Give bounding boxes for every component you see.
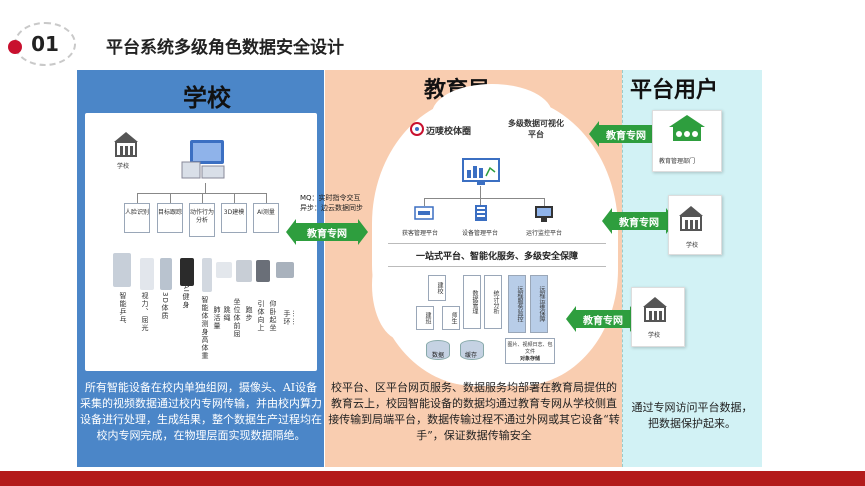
tree-line-5	[266, 193, 267, 203]
tree-line-main	[205, 183, 206, 193]
school-building-label: 学校	[117, 163, 130, 170]
device-label-more: ……	[291, 310, 299, 326]
storage-database-label: 数据	[432, 352, 445, 359]
school-2-building-icon	[643, 297, 667, 322]
rack-data-management: 数据管理	[463, 275, 481, 329]
platform-title: 平台用户	[630, 78, 719, 103]
page-title: 平台系统多级角色数据安全设计	[106, 38, 344, 58]
dashboard-monitor-icon	[462, 158, 500, 185]
device-label-3d: 3D体质	[161, 292, 169, 320]
rack-teacher-student: 师生	[442, 306, 460, 330]
computing-server-icon	[181, 140, 225, 179]
brand-name: 迈唛校体圈	[426, 127, 472, 137]
link-platform-2: 教育专网	[602, 208, 676, 234]
device-label-band: 手环	[283, 310, 291, 326]
link-platform-3: 教育专网	[566, 306, 640, 332]
bureau-description: 校平台、区平台网页服务、数据服务均部署在教育局提供的教育云上，校园智能设备的数据…	[328, 381, 620, 442]
device-platform-label: 设备管理平台	[462, 230, 499, 237]
platform-tree-middle	[480, 198, 481, 206]
rack-remote-monitor: 远程服务监控	[508, 275, 526, 333]
device-label-vision: 视力、屈光	[141, 292, 149, 332]
device-label-sit-reach: 坐位体前屈	[233, 298, 241, 338]
school-1-building-icon	[679, 206, 703, 231]
education-dept-icon	[669, 115, 705, 141]
object-storage-note: 图片、视频日志、包文件	[507, 342, 553, 355]
rack-build-class: 建班	[416, 306, 434, 330]
link-platform-1: 教育专网	[589, 121, 663, 147]
school-1-label: 学校	[686, 242, 699, 249]
platform-description: 通过专网访问平台数据，把数据保护起来。	[631, 401, 753, 430]
rack-build-school: 建校	[428, 275, 446, 301]
mq-note: MQ：实时指令交互 异步：边云数据同步	[300, 193, 363, 213]
link-school-bureau: 教育专网	[286, 219, 368, 245]
device-lung	[216, 262, 232, 278]
mq-line-async: 异步：边云数据同步	[300, 204, 363, 212]
device-label-rope: 跳绳	[223, 306, 231, 322]
node-action-analysis: 动作行为分析	[189, 203, 215, 237]
device-label-pullup: 引体向上	[257, 300, 265, 332]
school-building-icon	[114, 132, 138, 157]
badge-accent-dot	[8, 40, 22, 54]
rack-statistics: 统计分析	[484, 275, 502, 329]
school-2-label: 学校	[648, 332, 661, 339]
customer-platform-label: 获客管理平台	[402, 230, 439, 237]
tree-line-1	[137, 193, 138, 203]
device-height-weight	[202, 258, 212, 292]
school-title: 学校	[183, 84, 231, 112]
object-storage-box: 图片、视频日志、包文件 对象存储	[505, 338, 555, 364]
device-3d-body	[160, 258, 172, 290]
object-storage-label: 对象存储	[519, 356, 540, 362]
storage-cache-label: 缓存	[465, 352, 478, 359]
device-label-run: 跑步	[245, 306, 253, 322]
device-sit-reach	[256, 260, 270, 282]
multi-level-platform: 多级数据可视化平台	[508, 119, 564, 139]
device-pingpong	[113, 253, 131, 287]
mq-line-realtime: MQ：实时指令交互	[300, 194, 361, 202]
customer-platform-icon	[414, 206, 434, 220]
tree-line-4	[234, 193, 235, 203]
user-school-2	[631, 287, 685, 347]
cloud-bump-top	[432, 84, 552, 144]
monitor-platform-icon	[535, 206, 553, 222]
school-description: 所有智能设备在校内单独组网，摄像头、AI设备采集的视频数据通过校内专网传输，并由…	[80, 381, 322, 442]
device-platform-icon	[475, 205, 487, 221]
platform-tree-right	[544, 198, 545, 206]
brand-logo-icon	[410, 122, 424, 136]
device-label-situp: 仰卧起坐	[269, 300, 277, 332]
tree-line-2	[170, 193, 171, 203]
rack-remote-ops: 远程运维保障	[530, 275, 548, 333]
storage-cache-icon	[460, 340, 484, 360]
device-band	[276, 262, 294, 278]
service-banner: 一站式平台、智能化服务、多级安全保障	[388, 243, 606, 267]
monitor-platform-label: 运行监控平台	[526, 230, 563, 237]
platform-tree-left	[424, 198, 425, 206]
node-3d-modeling: 3D建模	[221, 203, 247, 233]
storage-database-icon	[426, 340, 450, 360]
tree-line-3	[202, 193, 203, 203]
node-target-tracking: 目标跟踪	[157, 203, 183, 233]
education-dept-label: 教育管理部门	[659, 158, 696, 165]
device-ai-fitness	[180, 258, 194, 286]
device-label-ai-fitness: AI健身	[182, 284, 190, 309]
device-label-lung: 肺活量	[213, 306, 221, 330]
device-label-height-weight: 智能体测身高体重	[201, 296, 209, 360]
section-number-badge: 01	[14, 22, 76, 66]
device-label-pingpong: 智能乒乓	[119, 292, 127, 324]
footer-bar	[0, 471, 865, 486]
device-vision	[140, 258, 154, 290]
node-face-recognition: 人脸识别	[124, 203, 150, 233]
device-rope	[236, 260, 252, 282]
node-ai-measure: AI测量	[253, 203, 279, 233]
platform-tree-horizontal	[424, 198, 544, 199]
platform-tree-main	[480, 186, 481, 198]
